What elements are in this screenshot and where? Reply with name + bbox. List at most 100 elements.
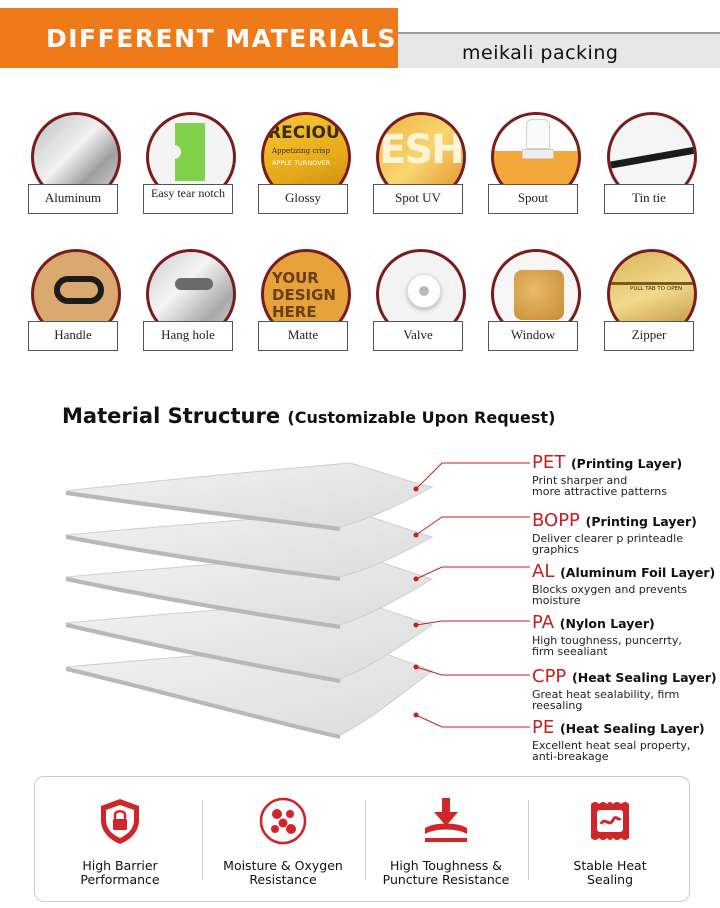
feature-label: Spot UV <box>373 184 463 214</box>
leader-dot <box>413 576 419 582</box>
leader-line <box>415 516 530 536</box>
panel-divider <box>202 800 203 880</box>
feature-label: Matte <box>258 321 348 351</box>
leader-dots <box>413 486 419 718</box>
feature-label: Valve <box>373 321 463 351</box>
layer-pe: PE (Heat Sealing Layer) Excellent heat s… <box>532 717 720 762</box>
puncture-icon <box>425 798 467 842</box>
layer-name: (Heat Sealing Layer) <box>572 670 717 685</box>
benefit-moisture-oxygen: Moisture & Oxygen Resistance <box>203 796 363 887</box>
layer-desc: Deliver clearer p printeadle <box>532 532 683 545</box>
feature-label: Aluminum <box>28 184 118 214</box>
panel-divider <box>365 800 366 880</box>
feature-zipper: PULL TAB TO OPEN Zipper <box>604 249 704 359</box>
layer-code: PET <box>532 452 566 473</box>
brand-bar <box>398 34 720 68</box>
glossy-photo-text: Appetizing crisp <box>272 147 330 155</box>
page-title: DIFFERENT MATERIALS <box>46 24 398 53</box>
header-rule <box>398 32 720 34</box>
feature-spout: Spout <box>488 112 588 222</box>
benefit-label: Moisture & Oxygen <box>223 858 343 873</box>
header-banner <box>0 8 398 68</box>
benefit-label: Puncture Resistance <box>382 872 510 887</box>
feature-glossy: RECIOU Appetizing crisp APPLE TURNOVER G… <box>258 112 358 222</box>
benefit-high-barrier: High Barrier Performance <box>40 796 200 887</box>
panel-divider <box>528 800 529 880</box>
layer-stack-illustration <box>65 462 530 739</box>
feature-label: Easy tear notch <box>143 184 233 214</box>
layer-name: (Heat Sealing Layer) <box>559 721 705 736</box>
benefit-heat-sealing: Stable Heat Sealing <box>530 796 690 887</box>
feature-label: Spout <box>488 184 578 214</box>
brand-name: meikali packing <box>462 42 619 64</box>
benefit-label: Performance <box>80 872 160 887</box>
structure-subtitle: (Customizable Upon Request) <box>287 408 556 427</box>
layer-sheet <box>65 510 434 581</box>
benefit-label: Stable Heat <box>573 858 647 873</box>
zipper-photo-text: PULL TAB TO OPEN <box>630 286 683 292</box>
feature-spot-uv: ESH Spot UV <box>373 112 473 222</box>
layer-pa: PA (Nylon Layer) High toughness, puncerr… <box>532 612 720 657</box>
leader-dot <box>413 712 419 718</box>
feature-label: Window <box>488 321 578 351</box>
leader-line <box>415 462 530 490</box>
structure-title-main: Material Structure <box>62 404 281 428</box>
layer-desc: firm seealiant <box>532 645 608 658</box>
feature-label: Glossy <box>258 184 348 214</box>
feature-tear-notch: Easy tear notch <box>143 112 243 222</box>
layer-desc: Excellent heat seal property, <box>532 739 691 752</box>
layer-desc: Great heat sealability, firm <box>532 688 680 701</box>
layer-code: CPP <box>532 666 567 687</box>
layer-desc: anti-breakage <box>532 750 609 763</box>
structure-title: Material Structure (Customizable Upon Re… <box>62 404 555 428</box>
layer-name: (Aluminum Foil Layer) <box>560 565 716 580</box>
layer-code: BOPP <box>532 510 580 531</box>
heat-seal-icon <box>591 802 629 840</box>
layer-code: AL <box>532 561 555 582</box>
layer-desc: High toughness, puncerrty, <box>532 634 682 647</box>
leader-line <box>415 566 530 580</box>
benefit-toughness: High Toughness & Puncture Resistance <box>366 796 526 887</box>
leader-dot <box>413 664 419 670</box>
feature-tin-tie: Tin tie <box>604 112 704 222</box>
feature-aluminum: Aluminum <box>28 112 128 222</box>
leader-dot <box>413 622 419 628</box>
layer-desc: reesaling <box>532 699 583 712</box>
layer-name: (Nylon Layer) <box>559 616 655 631</box>
matte-photo-text: YOUR DESIGN HERE <box>272 269 336 321</box>
leader-dot <box>413 532 419 538</box>
shield-lock-icon <box>101 799 139 844</box>
layer-sheet <box>65 462 434 531</box>
benefit-label: High Barrier <box>82 858 158 873</box>
layer-desc: moisture <box>532 594 581 607</box>
layer-desc: Print sharper and <box>532 474 628 487</box>
feature-handle: Handle <box>28 249 128 359</box>
feature-matte: YOUR DESIGN HERE Matte <box>258 249 358 359</box>
leader-dot <box>413 486 419 492</box>
glossy-photo-text: RECIOU <box>268 123 340 143</box>
layer-bopp: BOPP (Printing Layer) Deliver clearer p … <box>532 510 720 555</box>
layer-code: PA <box>532 612 555 633</box>
leader-line <box>415 666 530 676</box>
leader-line <box>415 714 530 728</box>
benefit-label: Sealing <box>586 872 634 887</box>
molecule-icon <box>259 797 307 845</box>
layer-code: PE <box>532 717 555 738</box>
feature-label: Handle <box>28 321 118 351</box>
benefit-label: High Toughness & <box>390 858 502 873</box>
spot-uv-photo-text: ESH <box>379 127 463 173</box>
feature-window: Window <box>488 249 588 359</box>
layer-cpp: CPP (Heat Sealing Layer) Great heat seal… <box>532 666 720 711</box>
feature-label: Zipper <box>604 321 694 351</box>
feature-label: Hang hole <box>143 321 233 351</box>
glossy-photo-text: APPLE TURNOVER <box>272 159 331 167</box>
benefit-label: Resistance <box>249 872 317 887</box>
leader-lines <box>415 462 530 728</box>
layer-desc: more attractive patterns <box>532 485 667 498</box>
leader-line <box>415 620 530 626</box>
layer-desc: Blocks oxygen and prevents <box>532 583 688 596</box>
feature-valve: Valve <box>373 249 473 359</box>
layer-desc: graphics <box>532 543 580 556</box>
feature-label: Tin tie <box>604 184 694 214</box>
